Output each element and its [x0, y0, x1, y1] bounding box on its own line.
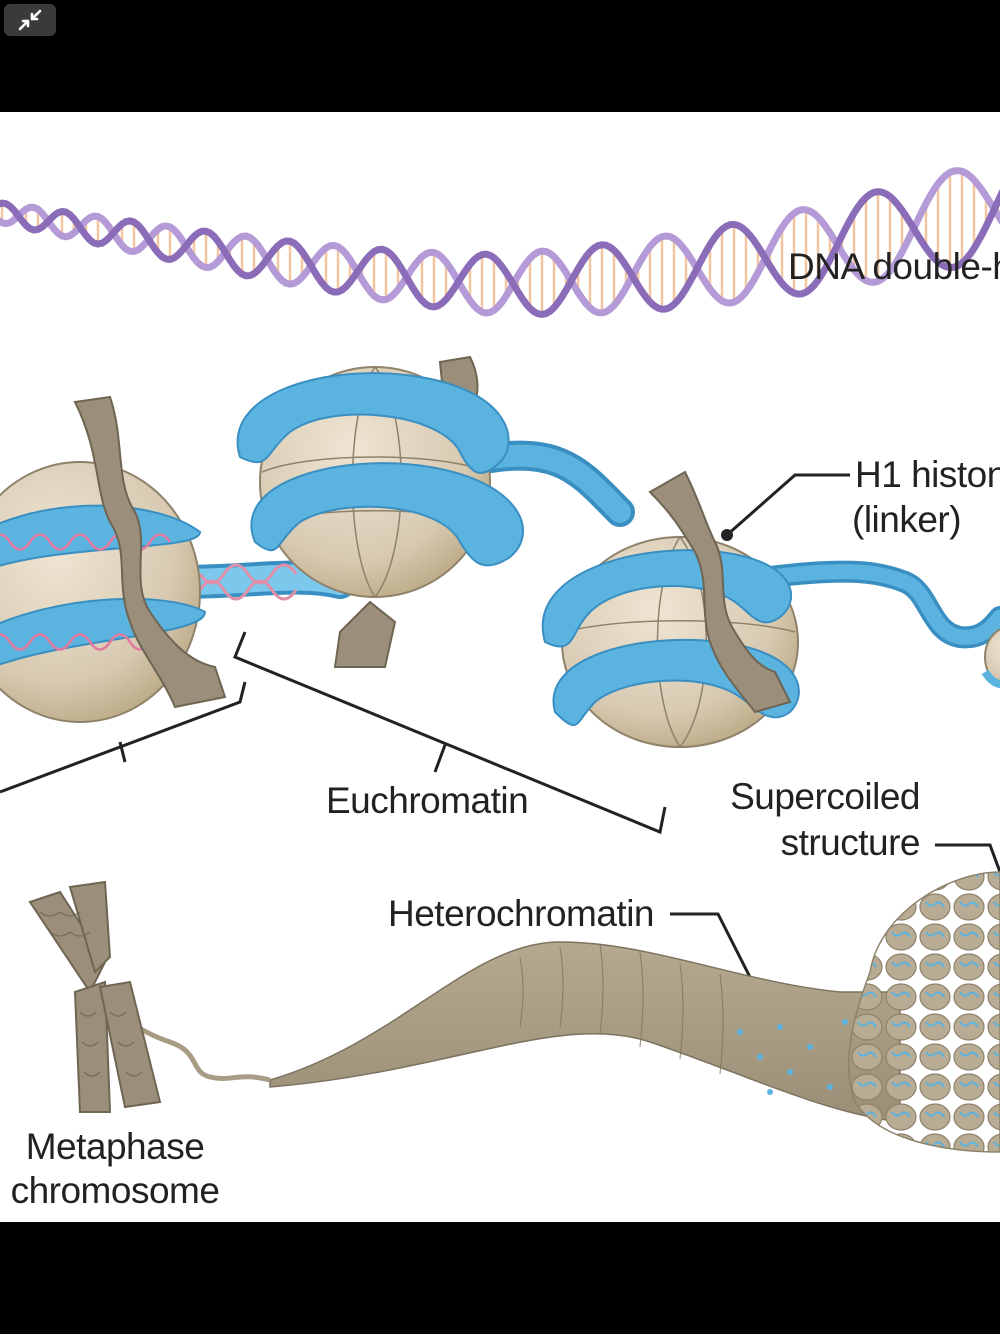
- metaphase-chromosome: [28, 880, 271, 1113]
- label-supercoiled-line1: Supercoiled: [730, 776, 920, 817]
- label-heterochromatin: Heterochromatin: [388, 893, 655, 934]
- bottom-bar: [0, 1222, 1000, 1334]
- top-bar: [0, 0, 1000, 112]
- diagram-illustration: [0, 167, 1000, 1153]
- leader-lines: [670, 473, 1000, 988]
- left-bracket: [0, 681, 247, 794]
- label-metaphase-line1: Metaphase: [25, 1126, 205, 1167]
- nucleosome-edge: [981, 628, 1000, 688]
- heterochromatin-fiber: [269, 941, 901, 1123]
- label-dna-double-helix: DNA double-h: [788, 246, 1000, 287]
- label-supercoiled-line2: structure: [780, 822, 921, 863]
- label-metaphase-line2: chromosome: [10, 1170, 220, 1211]
- nucleosome-left: [0, 395, 227, 723]
- linker-helix-detail: [198, 563, 298, 601]
- dna-strand-2: [0, 188, 1000, 318]
- exit-fullscreen-button[interactable]: [4, 4, 56, 36]
- nucleosome-center: [236, 355, 524, 668]
- collapse-arrows-icon: [18, 9, 42, 31]
- h1-pointer-dot: [721, 529, 733, 541]
- dna-strand-1: [0, 167, 1000, 317]
- supercoiled-structure: [848, 871, 1000, 1153]
- label-h1-histone-line2: (linker): [852, 499, 962, 540]
- label-euchromatin: Euchromatin: [326, 780, 529, 821]
- chromatin-diagram: DNA double-h H1 histon (linker) Euchroma…: [0, 112, 1000, 1222]
- label-h1-histone-line1: H1 histon: [855, 454, 1000, 495]
- euchromatin-bracket: [233, 631, 667, 835]
- dna-double-helix: [0, 167, 1000, 318]
- nucleosome-right: [541, 470, 800, 748]
